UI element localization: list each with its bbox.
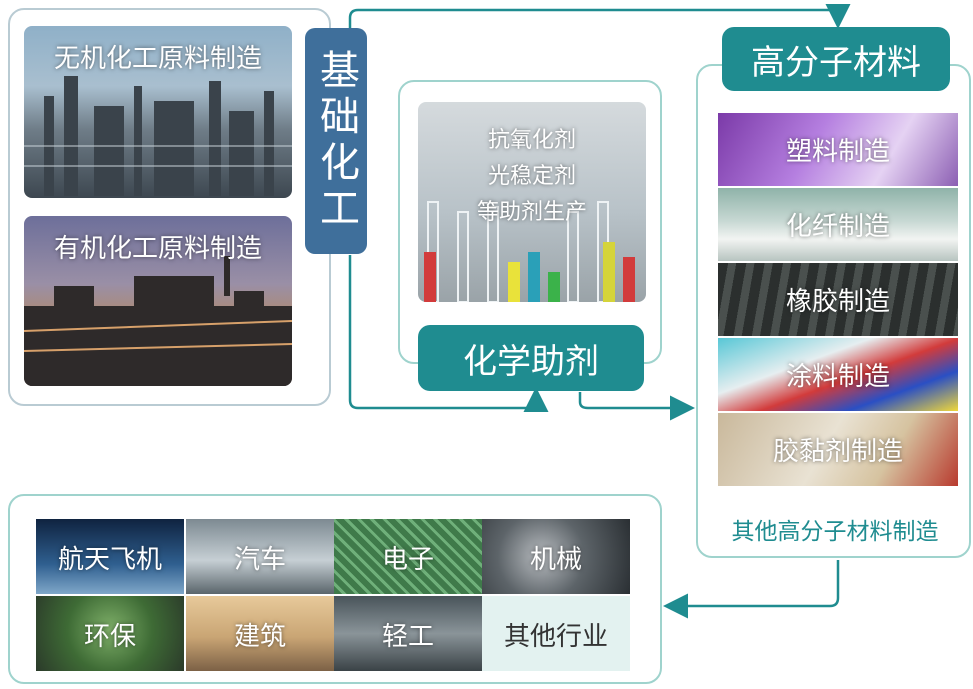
polymer-badge: 高分子材料 <box>722 27 950 91</box>
inorganic-tile: 无机化工原料制造 <box>24 26 292 198</box>
industry-label: 轻工 <box>381 622 434 652</box>
polymer-item-label: 胶黏剂制造 <box>772 437 903 467</box>
industry-label: 航天飞机 <box>57 545 162 575</box>
arrow-basic-to-polymer <box>348 4 851 29</box>
industry-label: 机械 <box>529 545 582 575</box>
polymer-item-plastic: 塑料制造 <box>718 113 958 186</box>
industry-cell-auto: 汽车 <box>186 519 334 594</box>
inorganic-label: 无机化工原料制造 <box>53 44 262 74</box>
industry-cell-environment: 环保 <box>36 596 184 671</box>
test-tubes-illustration <box>424 201 635 302</box>
additives-tile: 抗氧化剂 光稳定剂 等助剂生产 <box>418 102 646 302</box>
industries-frame <box>8 494 662 684</box>
basic-chem-badge: 基础化工 <box>305 28 367 254</box>
polymer-item-fiber: 化纤制造 <box>718 188 958 261</box>
industry-label: 环保 <box>83 622 136 652</box>
industry-label: 电子 <box>381 545 434 575</box>
polymer-item-label: 化纤制造 <box>785 212 890 242</box>
polymer-item-adhesive: 胶黏剂制造 <box>718 413 958 486</box>
industry-cell-machinery: 机械 <box>482 519 630 594</box>
arrow-basic-to-additives <box>348 255 549 412</box>
industry-cell-other: 其他行业 <box>482 596 630 671</box>
arrow-polymer-to-industries <box>663 560 840 619</box>
industry-cell-light-industry: 轻工 <box>334 596 482 671</box>
additives-line-1: 抗氧化剂 <box>487 128 576 153</box>
polymer-item-rubber: 橡胶制造 <box>718 263 958 336</box>
additives-line-3: 等助剂生产 <box>476 200 587 225</box>
organic-label: 有机化工原料制造 <box>53 234 262 264</box>
refinery-illustration <box>24 76 292 196</box>
polymer-other-label: 其他高分子材料制造 <box>731 519 939 545</box>
arrow-additives-to-polymer <box>578 392 695 421</box>
industry-cell-construction: 建筑 <box>186 596 334 671</box>
industry-cell-electronics: 电子 <box>334 519 482 594</box>
industry-label: 建筑 <box>233 622 286 652</box>
organic-tile: 有机化工原料制造 <box>24 216 292 386</box>
polymer-item-coating: 涂料制造 <box>718 338 958 411</box>
additives-line-2: 光稳定剂 <box>487 164 576 189</box>
plant-illustration <box>24 256 292 386</box>
additives-badge: 化学助剂 <box>418 325 644 391</box>
polymer-item-label: 塑料制造 <box>785 137 890 167</box>
industry-cell-aerospace: 航天飞机 <box>36 519 184 594</box>
polymer-item-label: 橡胶制造 <box>785 287 890 317</box>
polymer-item-label: 涂料制造 <box>785 362 890 392</box>
industry-label: 汽车 <box>233 545 286 575</box>
industry-label: 其他行业 <box>503 622 608 652</box>
